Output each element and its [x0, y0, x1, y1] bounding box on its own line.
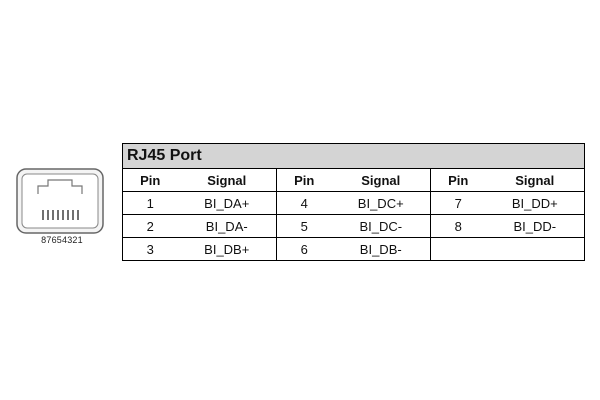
pin-cell: 7 [430, 191, 486, 215]
signal-cell: BI_DB+ [177, 237, 277, 261]
table-row: 1 BI_DA+ 4 BI_DC+ 7 BI_DD+ [122, 191, 586, 215]
pin-cell: 3 [122, 237, 178, 261]
table-row: 2 BI_DA- 5 BI_DC- 8 BI_DD- [122, 214, 586, 238]
table-title: RJ45 Port [121, 143, 586, 169]
header-pin-1: Pin [122, 168, 178, 192]
signal-cell: BI_DD+ [485, 191, 586, 215]
pin-cell: 6 [276, 237, 332, 261]
rj45-port-icon [16, 168, 104, 234]
header-signal-1: Signal [177, 168, 277, 192]
signal-cell: BI_DA+ [177, 191, 277, 215]
pin-cell: 1 [122, 191, 178, 215]
rj45-pinout-table: RJ45 Port Pin Signal Pin Signal Pin Sign… [121, 143, 586, 261]
header-signal-3: Signal [485, 168, 586, 192]
pin-cell: 2 [122, 214, 178, 238]
header-pin-2: Pin [276, 168, 332, 192]
pin-cell: 4 [276, 191, 332, 215]
signal-cell [485, 237, 586, 261]
signal-cell: BI_DA- [177, 214, 277, 238]
header-signal-2: Signal [331, 168, 431, 192]
signal-cell: BI_DB- [331, 237, 431, 261]
header-pin-3: Pin [430, 168, 486, 192]
signal-cell: BI_DC- [331, 214, 431, 238]
pin-cell: 5 [276, 214, 332, 238]
pin-cell [430, 237, 486, 261]
signal-cell: BI_DC+ [331, 191, 431, 215]
pin-cell: 8 [430, 214, 486, 238]
signal-cell: BI_DD- [485, 214, 586, 238]
connector-pin-order: 87654321 [41, 235, 83, 245]
table-row: 3 BI_DB+ 6 BI_DB- [122, 237, 586, 261]
